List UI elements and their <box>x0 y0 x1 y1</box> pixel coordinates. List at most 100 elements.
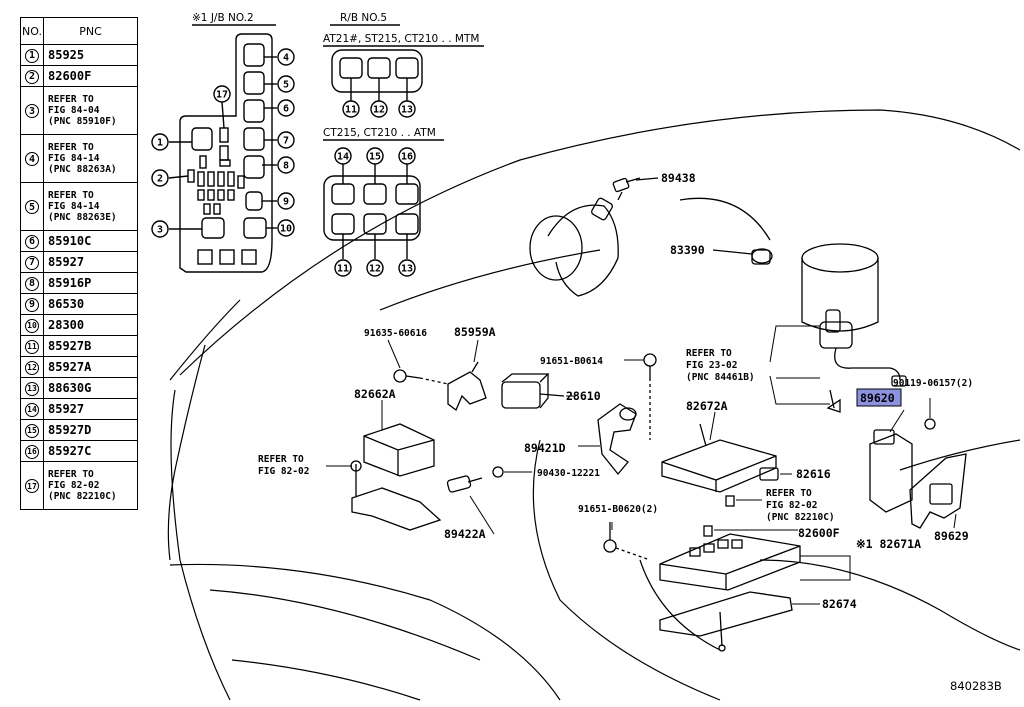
pnc-line: FIG 84-14 <box>48 153 100 164</box>
callout-number: 9 <box>283 197 289 208</box>
callout-14: 14 <box>334 147 352 165</box>
table-row: 12 85927A <box>20 356 138 378</box>
callout-11: 11 <box>334 259 352 277</box>
pnc-line: REFER TO <box>48 94 94 105</box>
pnc-line: (PNC 82210C) <box>48 491 117 502</box>
row-number-circle: 10 <box>25 318 39 333</box>
table-row: 13 88630G <box>20 377 138 399</box>
refer-note-2-line1: REFER TO <box>258 454 304 465</box>
callout-circle <box>277 156 295 174</box>
junction-block-schematic: ※1 J/B NO.2 <box>168 12 277 273</box>
callout-number: 2 <box>157 174 163 185</box>
refer-note-3-line2: FIG 82-02 <box>766 500 817 511</box>
label-89629: 89629 <box>934 529 969 543</box>
pnc-line: 85925 <box>48 47 85 62</box>
row-number-circle: 3 <box>25 104 39 119</box>
pnc-line: 88630G <box>48 380 92 395</box>
row-number-circle: 15 <box>25 423 39 438</box>
callout-number: 7 <box>283 136 289 147</box>
label-89422A: 89422A <box>444 527 486 541</box>
refer-note-3-line3: (PNC 82210C) <box>766 512 835 523</box>
label-83390: 83390 <box>670 243 705 257</box>
pnc-line: REFER TO <box>48 190 94 201</box>
junction-82671A-shape <box>659 533 801 591</box>
callout-circle <box>366 259 384 277</box>
callout-number: 10 <box>280 224 292 235</box>
row-number: 4 <box>20 134 44 183</box>
pnc-line: (PNC 88263E) <box>48 212 117 223</box>
callout-number: 6 <box>283 104 289 115</box>
footer-code: 840283B <box>950 679 1002 693</box>
callout-1: 1 <box>151 133 169 151</box>
row-number-circle: 13 <box>25 381 39 396</box>
pnc-line: 85910C <box>48 233 92 248</box>
refer-note-1-line2: FIG 23-02 <box>686 360 737 371</box>
callout-number: 1 <box>157 138 163 149</box>
label-85959A: 85959A <box>454 325 496 339</box>
label-90119: 90119-06157(2) <box>893 378 973 389</box>
pnc-line: FIG 84-04 <box>48 105 100 116</box>
clip-shape <box>725 495 735 507</box>
bracket-82674-shape <box>659 591 793 652</box>
refer-note-1-line1: REFER TO <box>686 348 732 359</box>
atm-label: CT215, CT210 . . ATM <box>323 127 436 139</box>
callout-3: 3 <box>151 220 169 238</box>
callout-number: 12 <box>373 105 385 116</box>
callout-9: 9 <box>277 192 295 210</box>
pnc-line: 85927A <box>48 359 92 374</box>
component-sketches <box>350 177 967 652</box>
label-91635: 91635-60616 <box>364 328 427 339</box>
callout-8: 8 <box>277 156 295 174</box>
callout-circle <box>277 48 295 66</box>
bracket-89421D-shape <box>597 403 637 476</box>
pnc-line: 85927C <box>48 443 92 458</box>
horn-shape <box>529 197 619 297</box>
callout-circle <box>277 99 295 117</box>
switch-83390-shape <box>679 197 773 265</box>
callout-5: 5 <box>277 75 295 93</box>
callout-number: 5 <box>283 80 289 91</box>
pnc-line: 85927 <box>48 254 85 269</box>
callout-circle <box>277 131 295 149</box>
pnc-line: 82600F <box>48 68 92 83</box>
cover-82672A-shape <box>661 423 777 493</box>
pnc-column-header: PNC <box>43 17 138 45</box>
callout-circle <box>398 259 416 277</box>
label-82674: 82674 <box>822 597 857 611</box>
row-number: 3 <box>20 86 44 135</box>
callout-7: 7 <box>277 131 295 149</box>
label-82671A: ※1 82671A <box>856 537 921 551</box>
row-number-circle: 12 <box>25 360 39 375</box>
sensor-89438-shape <box>612 177 659 201</box>
table-row: 7 85927 <box>20 251 138 273</box>
row-number-circle: 7 <box>25 255 39 270</box>
mtm-label: AT21#, ST215, CT210 . . MTM <box>323 33 479 45</box>
nut-90119-shape <box>924 418 936 430</box>
highlight-89620 <box>856 388 902 407</box>
callout-4: 4 <box>277 48 295 66</box>
callout-number: 13 <box>401 105 413 116</box>
row-pnc: 85927C <box>43 440 138 462</box>
callout-circle <box>151 133 169 151</box>
pnc-line: FIG 84-14 <box>48 201 100 212</box>
callout-circle <box>213 85 231 103</box>
label-91651a: 91651-B0614 <box>540 356 603 367</box>
callout-number: 11 <box>337 264 349 275</box>
bolt-91651a-shape <box>643 353 657 440</box>
label-89620: 89620 <box>860 391 895 405</box>
label-82600F: 82600F <box>798 526 840 540</box>
bolt-91651b-shape <box>603 522 651 561</box>
callout-number: 14 <box>337 152 349 163</box>
callout-number: 3 <box>157 225 163 236</box>
callout-12: 12 <box>366 259 384 277</box>
callout-circle <box>151 169 169 187</box>
callout-circle <box>334 147 352 165</box>
row-number-circle: 8 <box>25 276 39 291</box>
pnc-line: 85927 <box>48 401 85 416</box>
